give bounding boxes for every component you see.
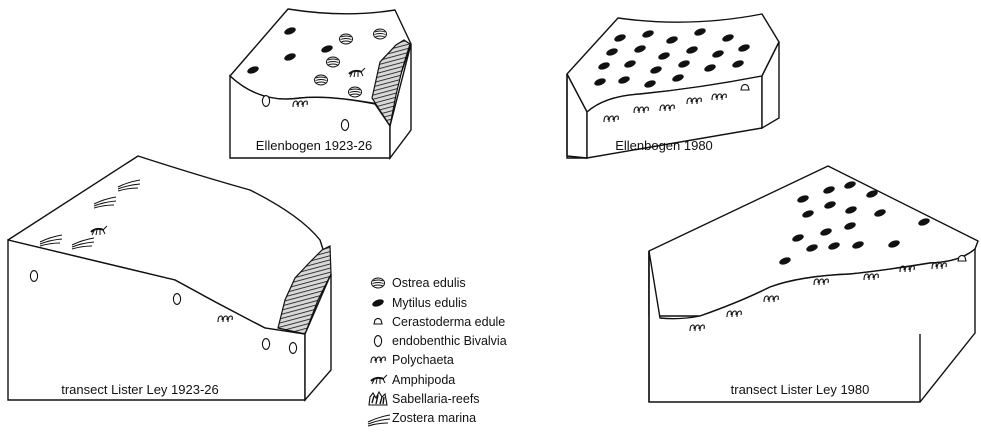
block-label: Ellenbogen 1980 — [615, 138, 713, 153]
block-side-face — [762, 42, 779, 128]
block-ellenbogen-1923: Ellenbogen 1923-26 — [230, 9, 411, 158]
legend-label: endobenthic Bivalvia — [392, 334, 507, 348]
legend-label: Sabellaria-reefs — [392, 392, 480, 406]
legend-label: Polychaeta — [392, 353, 454, 367]
oyster-icon — [372, 278, 385, 288]
legend-item-zostera: Zostera marina — [368, 411, 476, 426]
legend-item-cerastoderma: Cerastoderma edule — [374, 315, 505, 329]
legend-item-amphipoda: Amphipoda — [371, 373, 455, 387]
block-front-face — [8, 240, 305, 400]
block-label: Ellenbogen 1923-26 — [256, 138, 372, 153]
block-ellenbogen-1980: Ellenbogen 1980 — [567, 14, 779, 158]
polychaete-icon — [371, 357, 385, 363]
legend: Ostrea edulis Mytilus edulis Cerastoderm… — [368, 276, 507, 426]
legend-label: Amphipoda — [392, 373, 455, 387]
seagrass-icon — [368, 415, 390, 426]
block-front-face — [567, 74, 587, 158]
legend-label: Mytilus edulis — [392, 296, 467, 310]
legend-item-bivalvia: endobenthic Bivalvia — [374, 334, 506, 348]
block-lister-1980: transect Lister Ley 1980 — [649, 166, 978, 402]
block-label: transect Lister Ley 1980 — [731, 382, 870, 397]
cockle-icon — [374, 319, 382, 325]
bivalve-icon — [374, 336, 381, 347]
legend-item-polychaeta: Polychaeta — [371, 353, 454, 367]
mussel-icon — [371, 298, 384, 308]
legend-item-mytilus: Mytilus edulis — [371, 296, 467, 310]
block-label: transect Lister Ley 1923-26 — [61, 382, 219, 397]
legend-label: Ostrea edulis — [392, 276, 466, 290]
block-lister-1923: transect Lister Ley 1923-26 — [8, 156, 331, 400]
legend-label: Cerastoderma edule — [392, 315, 505, 329]
legend-item-sabellaria: Sabellaria-reefs — [369, 392, 480, 406]
reef-icon — [369, 392, 387, 405]
legend-label: Zostera marina — [392, 411, 476, 425]
legend-item-ostrea: Ostrea edulis — [372, 276, 466, 290]
amphipod-icon — [371, 375, 387, 384]
